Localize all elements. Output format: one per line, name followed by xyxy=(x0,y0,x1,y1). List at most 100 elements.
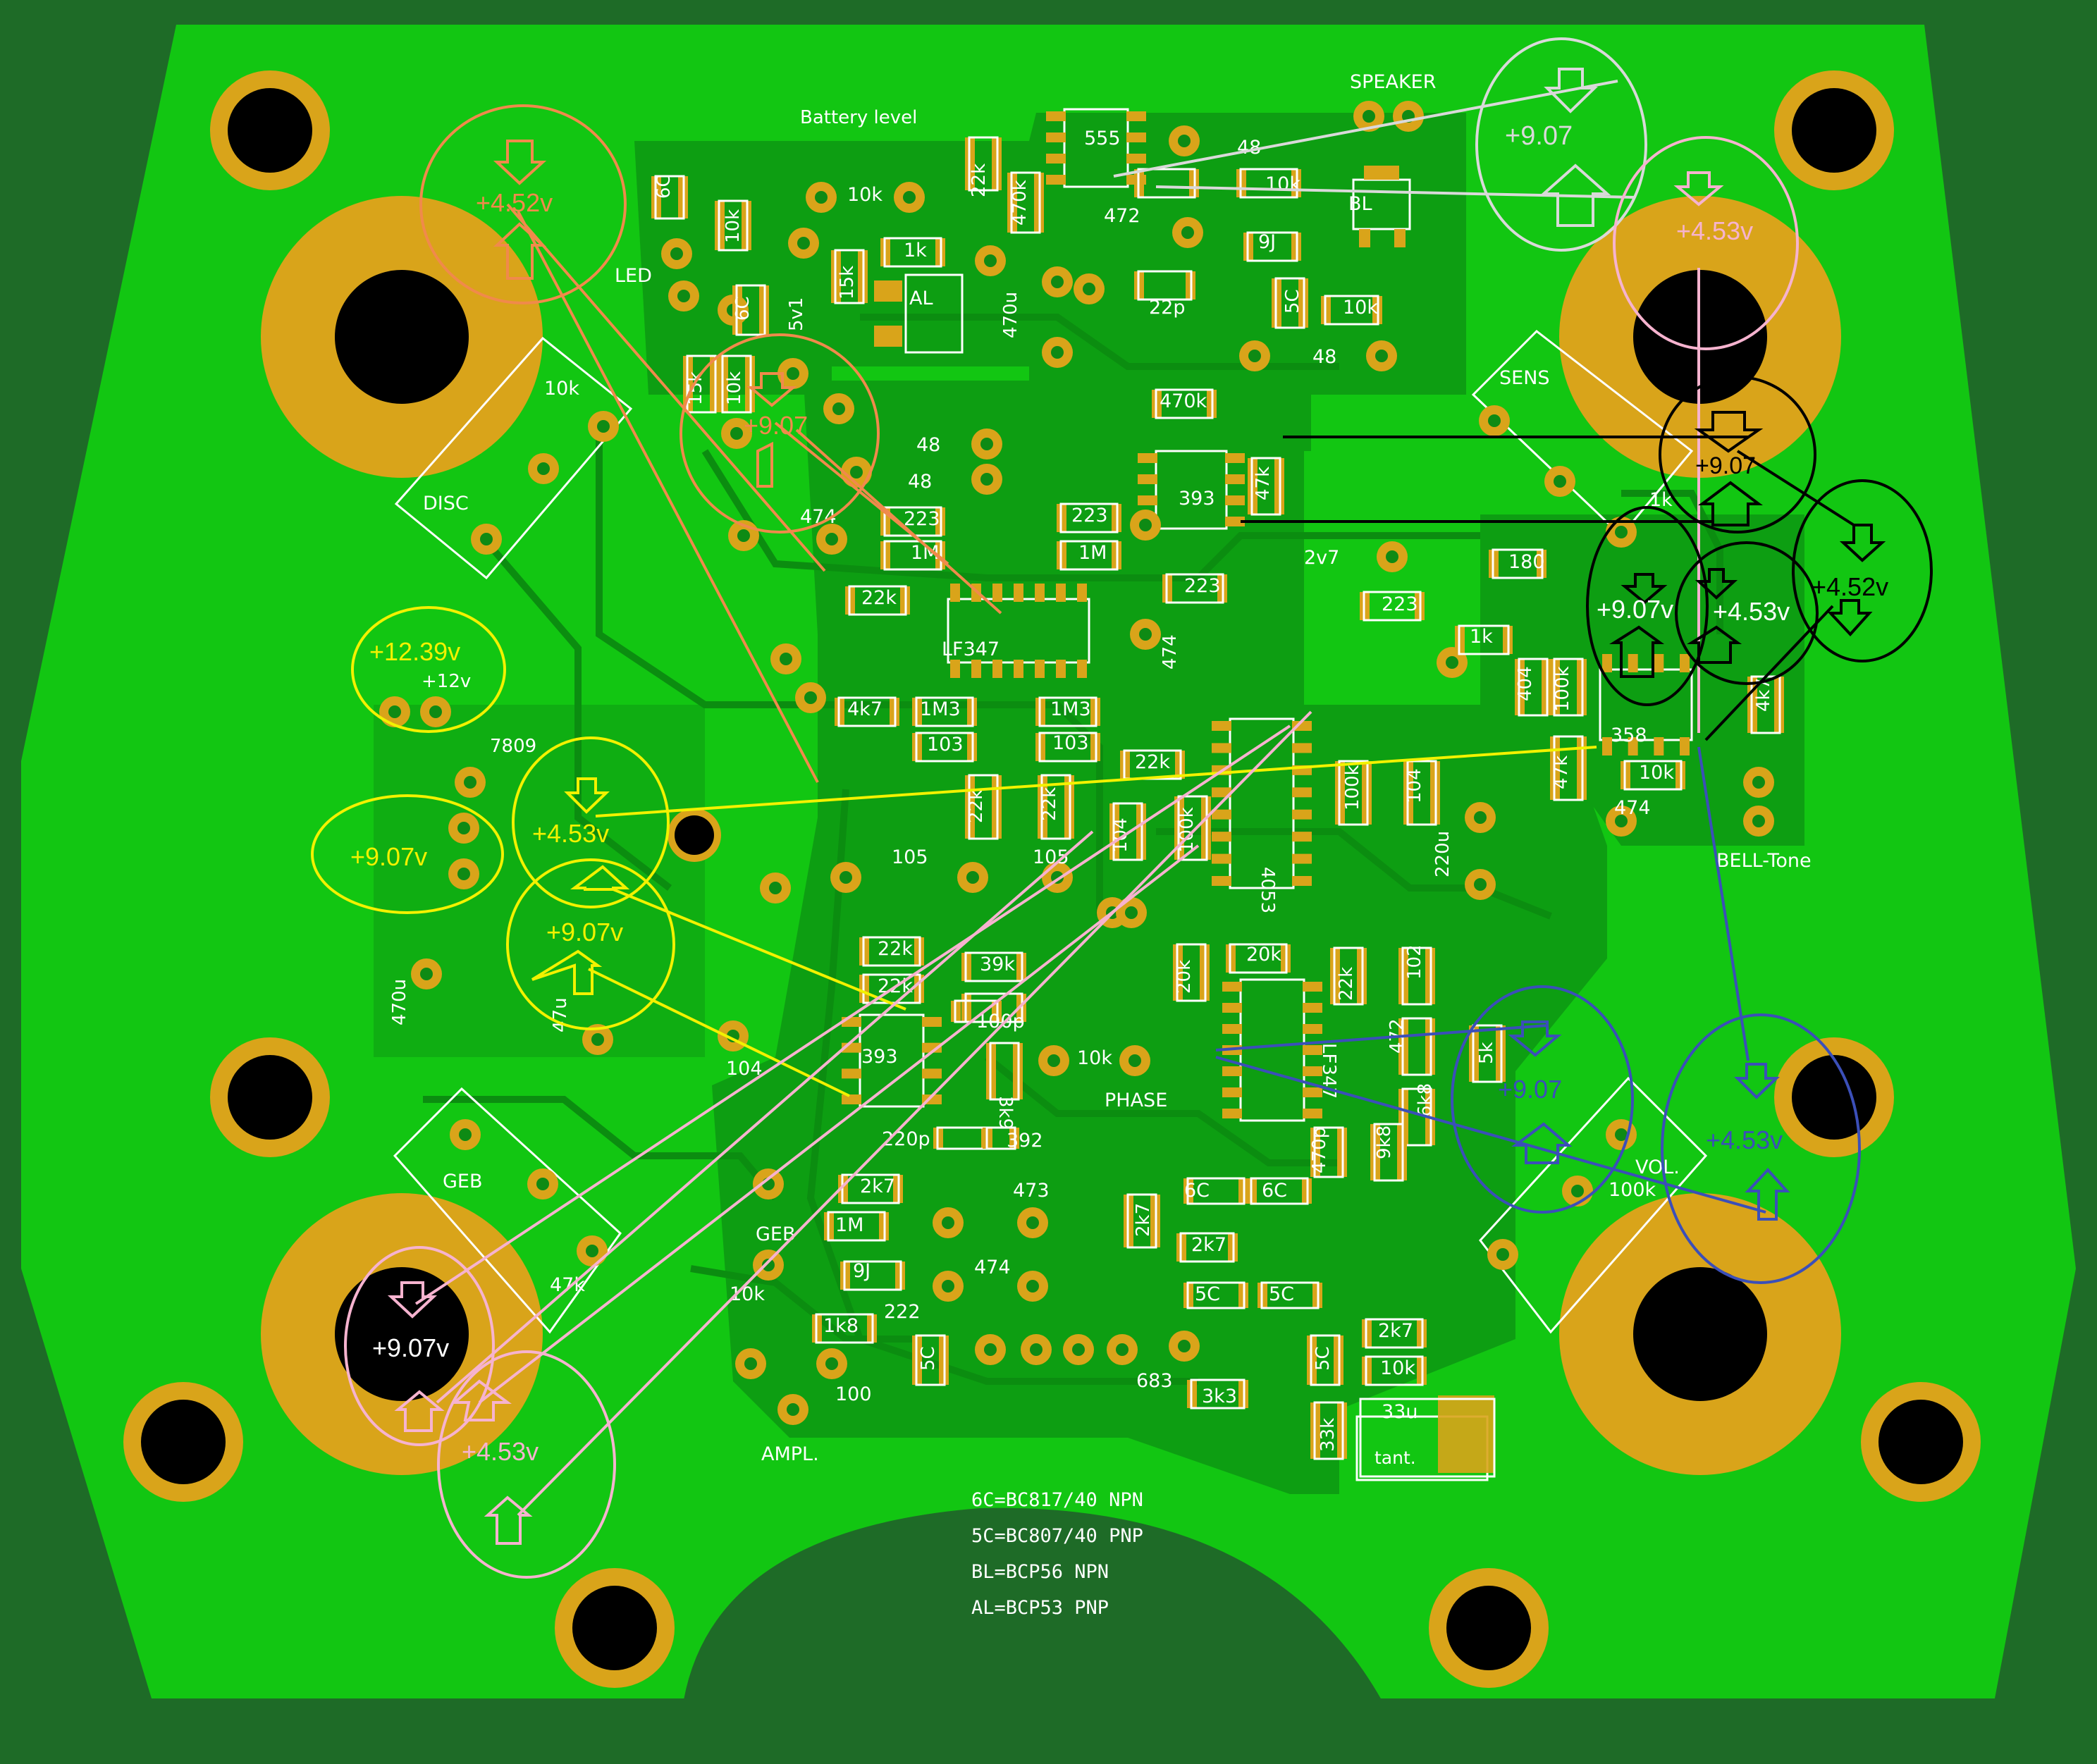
val-48b: 48 xyxy=(1312,346,1336,368)
val-48c: 48 xyxy=(916,434,940,456)
val-102: 102 xyxy=(1404,944,1425,980)
component-values: 555 48 10k BL 10k 1k AL 472 9J 22p 10k 4… xyxy=(544,128,1674,1423)
val-223c: 223 xyxy=(1184,575,1221,597)
val-22k-top: 22k xyxy=(968,164,990,197)
pink-annotations xyxy=(344,710,1312,1579)
val-683: 683 xyxy=(1136,1370,1173,1392)
val-2k7d: 2k7 xyxy=(1378,1320,1413,1342)
label-led: LED xyxy=(615,265,652,287)
val-100kc: 100k xyxy=(1342,765,1363,810)
val-1mc: 1M xyxy=(835,1214,863,1236)
ann-black-b: +9.07v xyxy=(1597,595,1673,624)
transistor-legend: 6C=BC817/40 NPN 5C=BC807/40 PNP BL=BCP56… xyxy=(971,1489,1143,1619)
val-393a: 393 xyxy=(1179,488,1215,510)
val-104a: 104 xyxy=(1110,818,1131,853)
val-15k-a: 15k xyxy=(837,266,858,300)
val-6cb: 6C xyxy=(1262,1180,1287,1202)
ann-yellow-d: +9.07v xyxy=(546,918,623,946)
silkscreen-labels: Battery level SPEAKER LED DISC SENS BELL… xyxy=(422,71,1812,1468)
val-358: 358 xyxy=(1611,724,1647,746)
val-10k-bat: 10k xyxy=(847,184,883,206)
val-180: 180 xyxy=(1508,551,1545,573)
val-22ka: 22k xyxy=(861,587,897,609)
val-223b: 223 xyxy=(1071,505,1108,526)
label-tant: tant. xyxy=(1375,1448,1416,1468)
val-5ca: 5C xyxy=(1195,1283,1220,1305)
val-1mb: 1M xyxy=(1078,542,1107,564)
val-5k: 5k xyxy=(1476,1042,1497,1064)
ic-pins xyxy=(842,111,1690,1478)
val-22kc: 22k xyxy=(966,789,987,823)
val-1k-top: 1k xyxy=(904,240,927,261)
label-sens: SENS xyxy=(1499,367,1550,389)
val-474c: 474 xyxy=(1614,797,1651,819)
val-1k8: 1k8 xyxy=(823,1315,859,1337)
val-6ca: 6C xyxy=(1184,1180,1210,1202)
val-4k7: 4k7 xyxy=(847,698,883,720)
val-393b: 393 xyxy=(861,1046,898,1068)
val-103a: 103 xyxy=(927,734,964,755)
val-48a: 48 xyxy=(1237,137,1261,159)
val-1m3a: 1M3 xyxy=(920,698,961,720)
val-220u: 220u xyxy=(1432,831,1453,877)
val-10k-left: 10k xyxy=(722,209,744,243)
gray-annotations xyxy=(1113,37,1647,252)
legend-5c: 5C=BC807/40 PNP xyxy=(971,1525,1143,1547)
ann-pink-a: +9.07v xyxy=(372,1333,449,1362)
val-1k-b: 1k xyxy=(1470,626,1493,648)
val-100k-b: 100k xyxy=(1552,666,1573,712)
label-phase: PHASE xyxy=(1105,1090,1167,1111)
val-47k-cmp: 47k xyxy=(1253,467,1274,500)
label-geb-1: GEB xyxy=(443,1171,483,1192)
val-bl: BL xyxy=(1348,193,1372,215)
ann-blue-a: +9.07 xyxy=(1498,1075,1562,1104)
val-15k-b: 15k xyxy=(685,371,706,405)
val-20k-b-rot: 20k xyxy=(1174,960,1195,994)
val-10k-top: 10k xyxy=(1265,173,1300,195)
val-5c-b: 5C xyxy=(918,1346,939,1371)
val-5c-top: 5C xyxy=(1282,289,1303,314)
legend-bl: BL=BCP56 NPN xyxy=(971,1561,1109,1583)
val-392: 392 xyxy=(1007,1130,1043,1152)
val-2k7a: 2k7 xyxy=(860,1176,895,1197)
val-6k8: 6k8 xyxy=(1415,1083,1436,1117)
val-104c: 104 xyxy=(726,1058,763,1080)
val-470k-cmp: 470k xyxy=(1160,390,1207,412)
val-33k: 33k xyxy=(1317,1418,1339,1452)
val-100p: 100p xyxy=(976,1011,1025,1032)
val-5v1: 5v1 xyxy=(786,297,807,331)
val-10k-c: 10k xyxy=(724,371,745,405)
val-473: 473 xyxy=(1013,1180,1050,1202)
legend-6c: 6C=BC817/40 NPN xyxy=(971,1489,1143,1511)
ann-gray-top: +9.07 xyxy=(1505,121,1573,151)
val-100: 100 xyxy=(835,1383,872,1405)
ann-pink-b: +4.53v xyxy=(462,1437,539,1466)
ann-yellow-a: +12.39v xyxy=(369,637,460,666)
ann-black-a: +9.07 xyxy=(1695,452,1756,479)
val-105a: 105 xyxy=(892,846,928,868)
val-474b: 474 xyxy=(1160,634,1181,670)
val-472: 472 xyxy=(1104,205,1140,227)
val-100k-vol: 100k xyxy=(1609,1179,1656,1201)
ann-orange-top: +4.52v xyxy=(476,188,553,217)
val-1m3b: 1M3 xyxy=(1050,698,1091,720)
val-10k-r: 10k xyxy=(1343,297,1378,319)
val-48d: 48 xyxy=(908,471,932,493)
val-222: 222 xyxy=(884,1301,921,1323)
label-disc: DISC xyxy=(423,493,469,514)
ann-blue-b: +4.53v xyxy=(1706,1125,1783,1154)
val-470u-top: 470u xyxy=(1000,292,1021,338)
smd-boxes xyxy=(651,136,1784,1460)
label-plus12v: +12v xyxy=(422,671,471,692)
val-470k-top: 470k xyxy=(1009,180,1031,226)
legend-al: AL=BCP53 PNP xyxy=(971,1597,1109,1619)
label-speaker: SPEAKER xyxy=(1350,71,1436,93)
val-2k7b: 2k7 xyxy=(1133,1203,1154,1237)
val-3k3: 3k3 xyxy=(1202,1386,1237,1407)
val-10k-e: 10k xyxy=(1380,1357,1415,1379)
val-103b: 103 xyxy=(1052,732,1089,754)
val-104b: 104 xyxy=(1404,768,1425,803)
val-47u: 47u xyxy=(550,997,571,1032)
